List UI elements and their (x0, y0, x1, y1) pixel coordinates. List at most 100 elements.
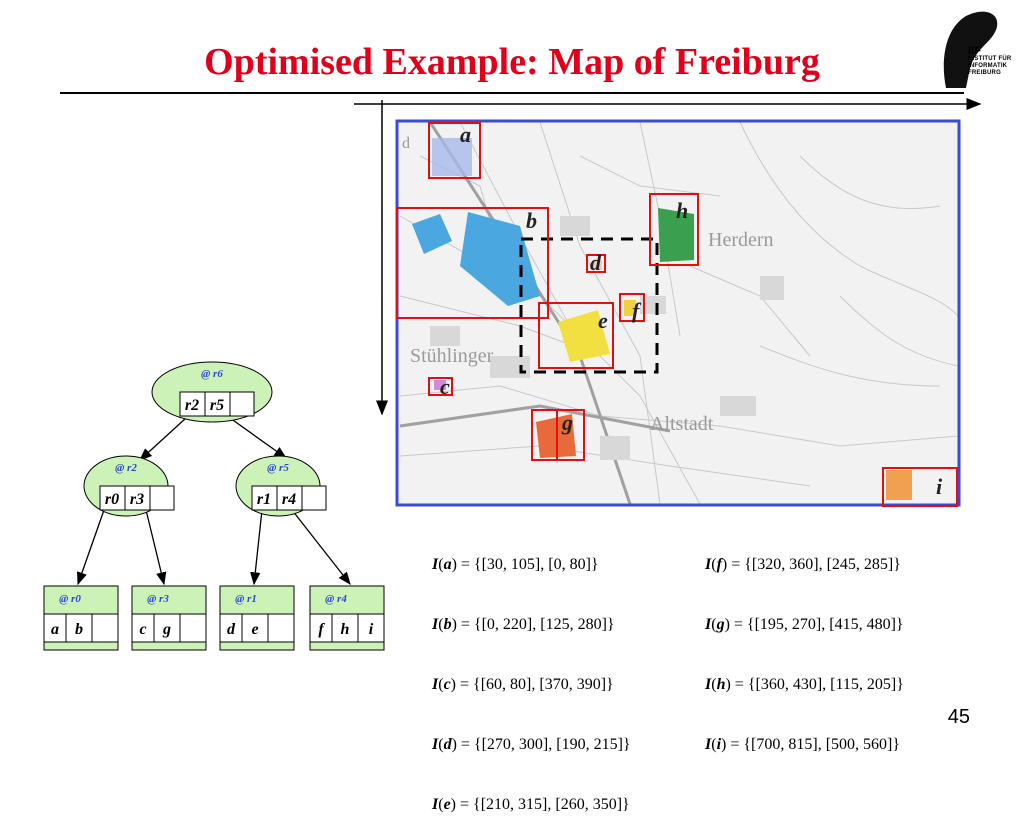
interval-list-left: I(a) = {[30, 105], [0, 80]} I(b) = {[0, … (432, 515, 631, 835)
tree-node-r2: @ r2 r0 r3 (83, 455, 175, 517)
leaf-entry: b (75, 621, 83, 638)
place-label-altstadt: Altstadt (650, 413, 714, 435)
logo-line: INSTITUT FÜR (968, 56, 1012, 62)
region-box-g (531, 409, 585, 461)
interval-name: e (443, 796, 451, 813)
tree-leaf-r3: @ r3 c g (131, 585, 207, 651)
leaf-entry: d (227, 621, 236, 638)
region-box-a (428, 122, 481, 179)
edge-r2-r3 (145, 509, 167, 586)
edge-r6-r2 (139, 417, 187, 461)
region-box-c (428, 377, 453, 396)
interval-name: f (716, 556, 722, 573)
interval-row: I(e) = {[210, 315], [260, 350]} (432, 796, 630, 813)
logo-line: FREIBURG (968, 70, 1001, 76)
interval-value: = {[320, 360], [245, 285]} (727, 556, 901, 573)
interval-row: I(d) = {[270, 300], [190, 215]} (432, 736, 631, 753)
interval-value: = {[30, 105], [0, 80]} (456, 556, 599, 573)
region-fills (412, 138, 912, 500)
region-label-a: a (460, 122, 471, 147)
region-label-f: f (632, 298, 642, 323)
region-box-d (586, 254, 606, 273)
leaf-entry: g (162, 621, 171, 638)
query-dashed-box (519, 237, 659, 374)
map-background (398, 121, 959, 505)
node-entry: r2 (185, 397, 199, 414)
slide-title: Optimised Example: Map of Freiburg (204, 41, 820, 83)
interval-value: = {[210, 315], [260, 350]} (456, 796, 630, 813)
node-label: @ r0 (59, 593, 81, 605)
region-box-b (396, 207, 549, 319)
interval-value: = {[270, 300], [190, 215]} (456, 736, 631, 753)
freiburg-map: Herdern Stühlinger Altstadt d a b c d (354, 98, 982, 507)
region-label-h: h (676, 198, 688, 223)
interval-value: = {[195, 270], [415, 480]} (729, 616, 904, 633)
interval-name: g (716, 616, 725, 633)
region-label-e: e (598, 308, 608, 333)
interval-value: = {[700, 815], [500, 560]} (726, 736, 901, 753)
interval-row: I(f) = {[320, 360], [245, 285]} (705, 556, 901, 573)
interval-row: I(a) = {[30, 105], [0, 80]} (432, 556, 599, 573)
leaf-entry: e (251, 621, 258, 638)
place-label-partial: d (402, 135, 410, 152)
leaf-entry: f (318, 621, 325, 638)
page-number: 45 (947, 706, 970, 728)
region-box-h (649, 193, 699, 266)
region-label-c: c (440, 374, 450, 399)
interval-value: = {[60, 80], [370, 390]} (456, 676, 614, 693)
interval-name: d (443, 736, 452, 753)
region-label-i: i (936, 474, 943, 499)
node-label: @ r3 (147, 593, 169, 605)
tree-leaf-r0: @ r0 a b (43, 585, 119, 651)
interval-name: h (716, 676, 726, 693)
node-label: @ r6 (201, 368, 223, 380)
edge-r2-r0 (76, 509, 105, 586)
rtree-diagram: @ r6 r2 r5 @ r2 r0 r3 @ r5 r1 r4 @ r0 a … (43, 361, 385, 651)
interval-row: I(b) = {[0, 220], [125, 280]} (432, 616, 615, 633)
edge-r6-r5 (229, 417, 288, 459)
region-label-d: d (590, 250, 602, 275)
node-entry: r5 (210, 397, 224, 414)
place-label-herdern: Herdern (708, 229, 774, 251)
interval-name: i (716, 736, 722, 753)
node-label: @ r4 (325, 593, 347, 605)
title-divider (60, 92, 964, 94)
leaf-entry: a (51, 621, 59, 638)
region-box-f (619, 293, 645, 322)
interval-row: I(c) = {[60, 80], [370, 390]} (432, 676, 614, 693)
leaf-entry: i (369, 621, 374, 638)
tree-node-r5: @ r5 r1 r4 (235, 455, 327, 517)
interval-name: c (443, 676, 451, 693)
node-label: @ r5 (267, 462, 289, 474)
region-box-i (882, 467, 958, 507)
node-entry: r4 (282, 491, 296, 508)
interval-name: a (443, 556, 452, 573)
leaf-entry: h (341, 621, 350, 638)
logo-acronym: IIF (968, 45, 981, 57)
interval-value: = {[360, 430], [115, 205]} (730, 676, 904, 693)
logo-line: INFORMATIK (968, 63, 1008, 69)
logo-text: INSTITUT FÜR INFORMATIK FREIBURG (968, 56, 1011, 77)
tree-leaf-r4: @ r4 f h i (309, 585, 385, 651)
interval-list-right: I(f) = {[320, 360], [245, 285]} I(g) = {… (705, 515, 904, 775)
interval-name: b (443, 616, 452, 633)
node-label: @ r2 (115, 462, 137, 474)
interval-row: I(h) = {[360, 430], [115, 205]} (705, 676, 904, 693)
region-box-e (538, 302, 614, 369)
node-label: @ r1 (235, 593, 257, 605)
interval-row: I(g) = {[195, 270], [415, 480]} (705, 616, 904, 633)
tree-node-r6: @ r6 r2 r5 (151, 361, 273, 423)
iif-logo-icon (943, 11, 998, 88)
edge-r5-r1 (250, 509, 263, 586)
node-entry: r0 (105, 491, 119, 508)
interval-row: I(i) = {[700, 815], [500, 560]} (705, 736, 901, 753)
region-label-b: b (526, 208, 537, 233)
region-label-g: g (561, 410, 573, 435)
edge-r5-r4 (291, 509, 351, 586)
leaf-entry: c (139, 621, 146, 638)
node-entry: r3 (130, 491, 144, 508)
place-label-stuehlinger: Stühlinger (410, 345, 494, 367)
tree-leaf-r1: @ r1 d e (219, 585, 295, 651)
node-entry: r1 (257, 491, 271, 508)
interval-value: = {[0, 220], [125, 280]} (456, 616, 615, 633)
